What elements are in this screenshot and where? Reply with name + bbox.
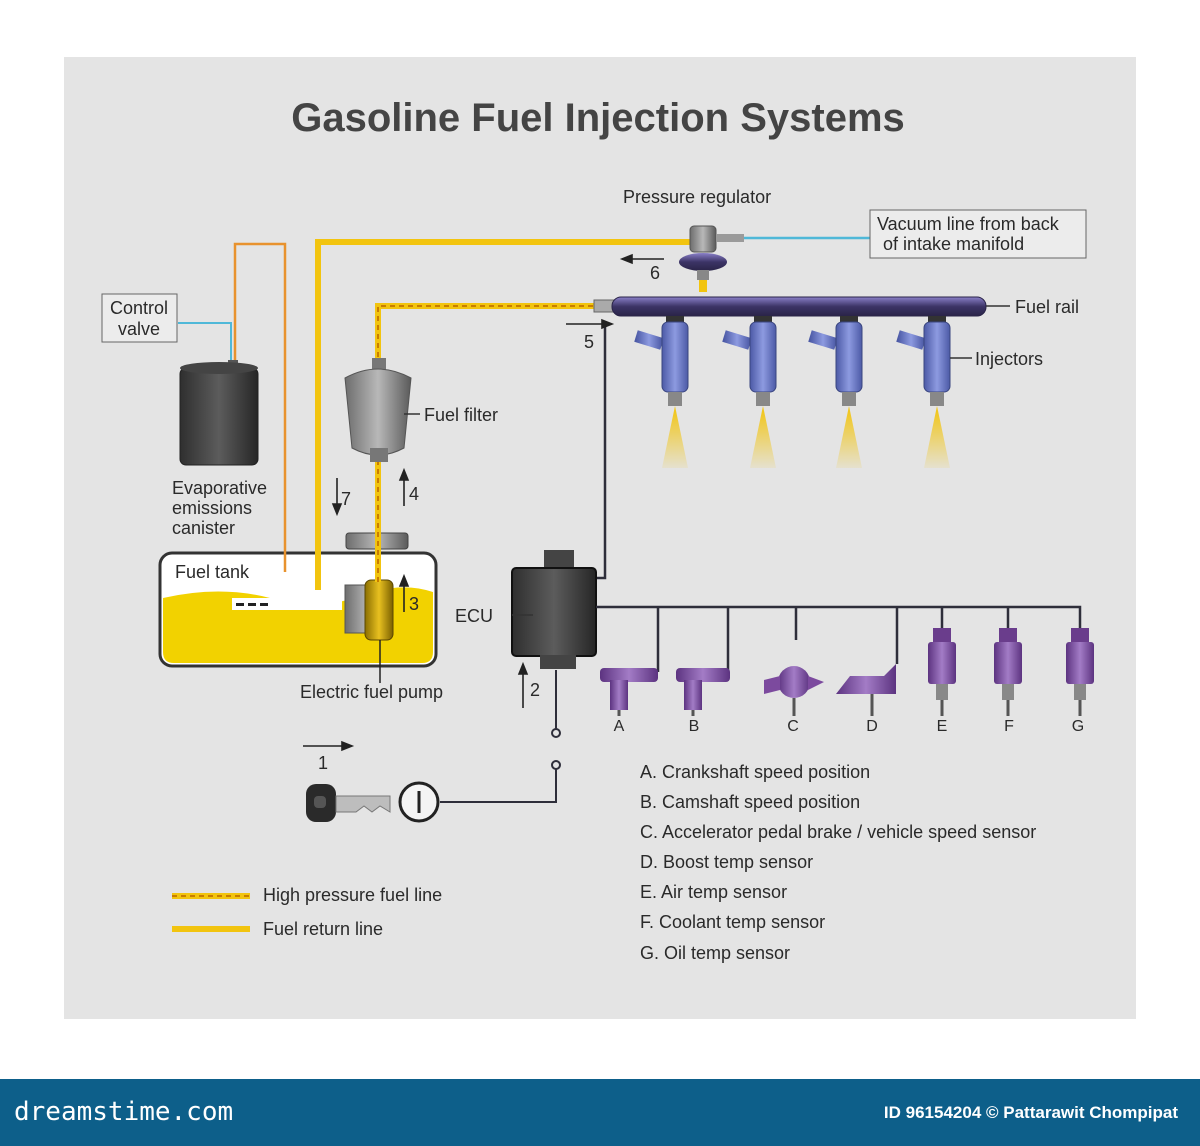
control-valve-label-2: valve [118, 319, 160, 339]
flow-step-3: 3 [409, 594, 419, 614]
fuel-tank: Fuel tank [158, 532, 438, 668]
control-valve: Control valve [101, 293, 178, 343]
pressure-regulator-label: Pressure regulator [623, 187, 771, 207]
sensor-letter-g: G [1072, 718, 1084, 735]
electric-fuel-pump [344, 579, 394, 683]
footer-bar: dreamstime.com ID 96154204 © Pattarawit … [0, 1079, 1200, 1146]
sensor-key-c: C. Accelerator pedal brake / vehicle spe… [640, 822, 1037, 842]
flow-step-7: 7 [341, 489, 351, 509]
sensor-key-e: E. Air temp sensor [640, 882, 788, 902]
legend-high-pressure-label: High pressure fuel line [263, 885, 443, 905]
sensor-letter-b: B [689, 718, 700, 735]
evap-line [233, 242, 287, 572]
image-credit: ID 96154204 © Pattarawit Chompipat [883, 1103, 1178, 1122]
flow-step-4: 4 [409, 484, 419, 504]
sensor-letter-f: F [1004, 718, 1014, 735]
fuel-rail [593, 296, 1010, 317]
fuel-filter-label: Fuel filter [424, 405, 498, 425]
ecu-label: ECU [455, 606, 493, 626]
sensor-key-g: G. Oil temp sensor [640, 943, 791, 963]
sensor-letter-e: E [937, 718, 948, 735]
dreamstime-logo[interactable]: dreamstime.com [14, 1097, 234, 1127]
fuel-tank-label: Fuel tank [175, 562, 250, 582]
sensor-c [764, 666, 824, 716]
vacuum-line-box: Vacuum line from back of intake manifold [869, 209, 1087, 259]
flow-arrows [303, 253, 664, 752]
sensor-b [676, 668, 730, 716]
legend-fuel-return-label: Fuel return line [263, 919, 384, 939]
car-key-icon [306, 784, 391, 822]
flow-step-1: 1 [318, 753, 328, 773]
evaporative-canister [179, 360, 259, 466]
sensor-letter-d: D [866, 718, 878, 735]
evap-label-2: emissions [172, 498, 252, 518]
injector-3 [808, 316, 863, 468]
ecu [511, 325, 607, 669]
sensor-wiring [596, 605, 1082, 672]
vacuum-label-1: Vacuum line from back [877, 214, 1060, 234]
vacuum-label-2: of intake manifold [883, 234, 1024, 254]
control-valve-line [178, 322, 232, 365]
fuel-return-line [315, 239, 700, 590]
sensor-key-a: A. Crankshaft speed position [640, 762, 871, 782]
sensor-letter-a: A [614, 718, 625, 735]
electric-fuel-pump-label: Electric fuel pump [300, 682, 443, 702]
sensor-g [1066, 628, 1094, 716]
sensor-key-b: B. Camshaft speed position [640, 792, 861, 812]
sensor-a [600, 668, 658, 716]
diagram-title: Gasoline Fuel Injection Systems [291, 96, 905, 140]
evap-label-1: Evaporative [172, 478, 267, 498]
sensor-key-d: D. Boost temp sensor [640, 852, 814, 872]
injectors-label: Injectors [975, 349, 1043, 369]
sensor-key-f: F. Coolant temp sensor [640, 912, 826, 932]
control-valve-label-1: Control [110, 298, 168, 318]
sensor-letter-c: C [787, 718, 799, 735]
ignition-wiring [440, 670, 561, 803]
pressure-regulator [679, 225, 744, 292]
high-pressure-fuel-line [375, 303, 600, 582]
flow-step-2: 2 [530, 680, 540, 700]
sensor-e [928, 628, 956, 716]
flow-step-5: 5 [584, 332, 594, 352]
fuel-rail-label: Fuel rail [1015, 297, 1079, 317]
evap-label-3: canister [172, 518, 235, 538]
sensor-d [836, 664, 896, 716]
flow-step-6: 6 [650, 263, 660, 283]
fuel-filter [344, 358, 420, 462]
injector-2 [722, 316, 777, 468]
injector-4 [896, 316, 951, 468]
sensor-f [994, 628, 1022, 716]
injector-1 [634, 316, 689, 468]
ignition-switch-icon [398, 781, 440, 823]
